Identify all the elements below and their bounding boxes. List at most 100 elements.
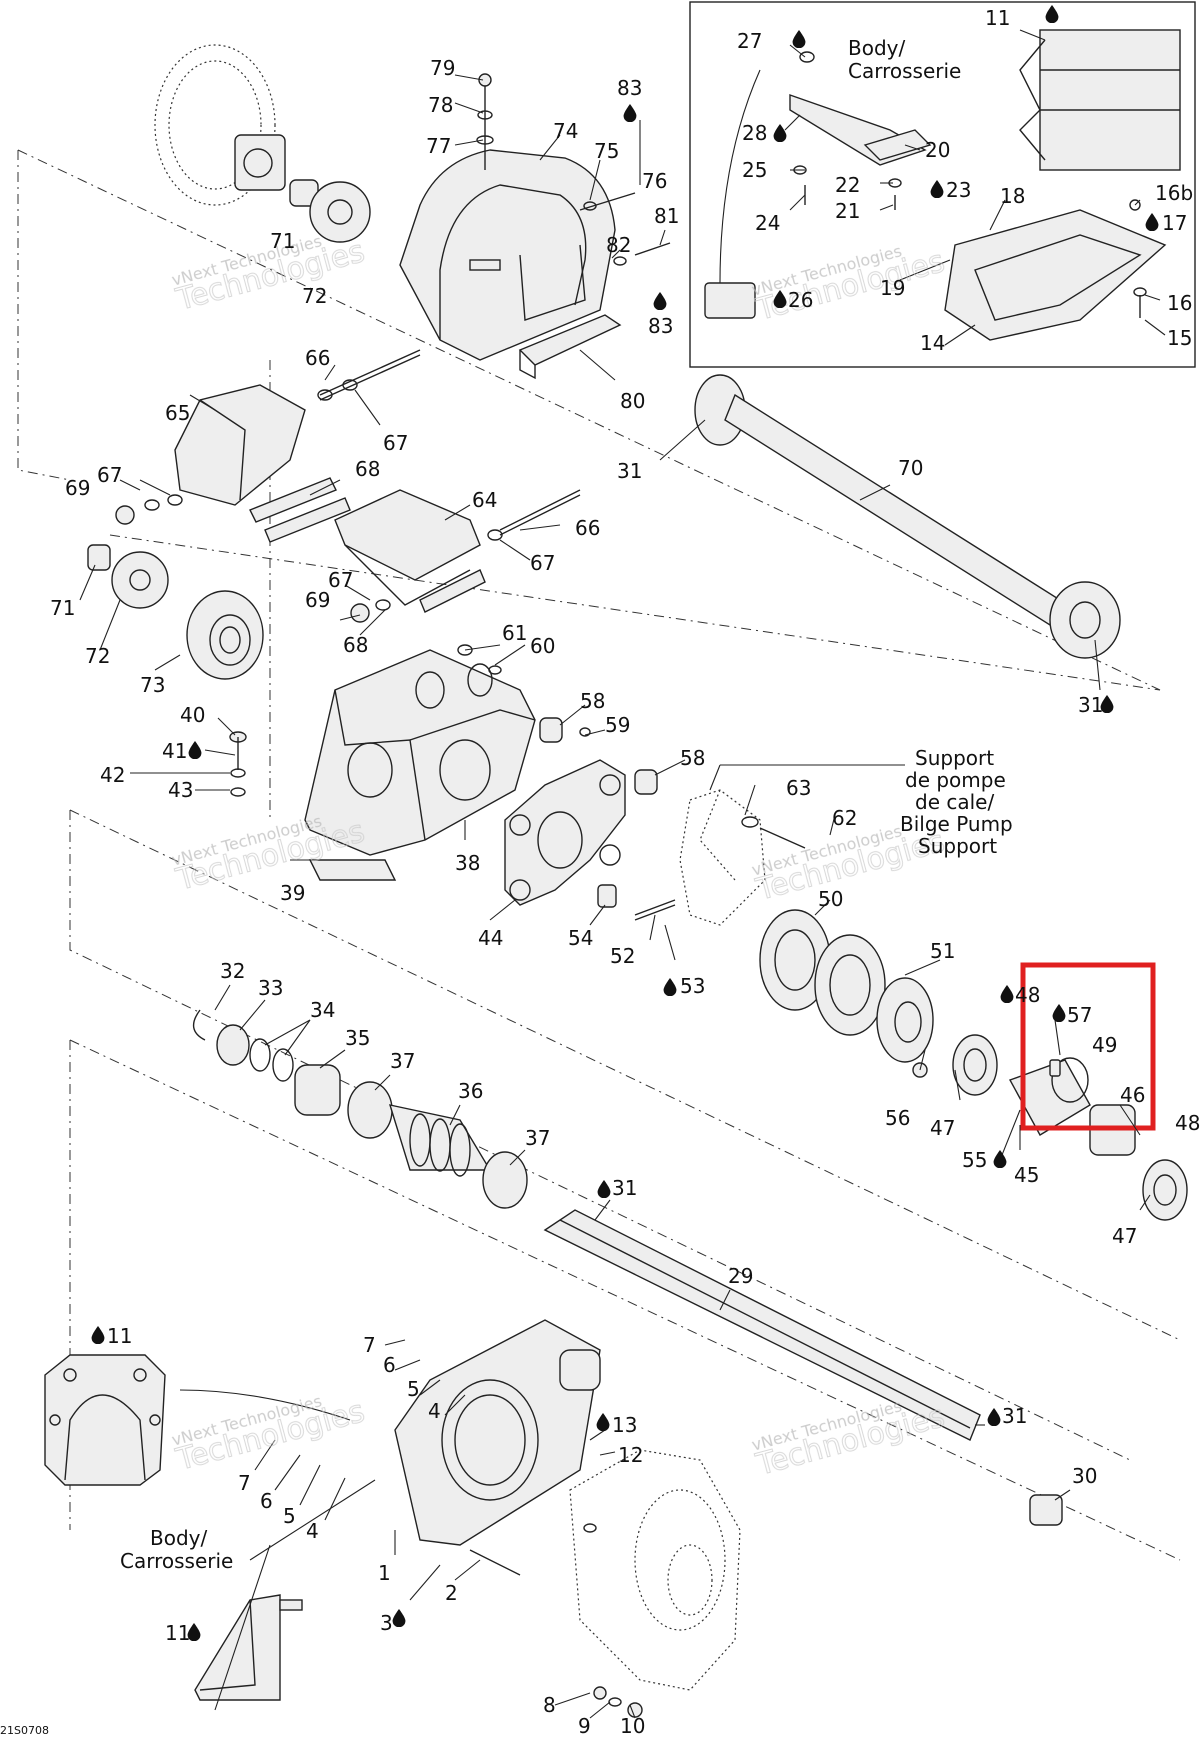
label-7-a: 7 [363, 1333, 376, 1357]
body-caption-bottom-1: Body/ [150, 1526, 207, 1550]
drive-shaft-70 [694, 374, 1121, 659]
label-22: 22 [835, 173, 860, 197]
diagram-reference-code: 21S0708 [0, 1724, 49, 1737]
label-15: 15 [1167, 326, 1192, 350]
bottom-bracket-11 [194, 1594, 303, 1701]
drive-shaft-29 [543, 1209, 1063, 1526]
label-4-b: 4 [306, 1519, 319, 1543]
label-59: 59 [605, 713, 630, 737]
label-67-c: 67 [530, 551, 555, 575]
label-60: 60 [530, 634, 555, 658]
label-68-a: 68 [355, 457, 380, 481]
body-caption-bottom-2: Carrosserie [120, 1549, 233, 1573]
label-31-d: 31 [1078, 693, 1103, 717]
label-48-a: 48 [1015, 983, 1040, 1007]
label-45: 45 [1014, 1163, 1039, 1187]
label-34: 34 [310, 998, 335, 1022]
label-13: 13 [612, 1413, 637, 1437]
engine-mount-38 [304, 644, 536, 881]
drop-icon [1052, 1004, 1066, 1022]
bearing-housing-group [952, 962, 1188, 1221]
label-55: 55 [962, 1148, 987, 1172]
label-73: 73 [140, 673, 165, 697]
label-58-a: 58 [580, 689, 605, 713]
label-17: 17 [1162, 211, 1187, 235]
label-52: 52 [610, 944, 635, 968]
drop-icon [1000, 985, 1014, 1003]
label-19: 19 [880, 276, 905, 300]
drop-icon [597, 1180, 611, 1198]
assembly-guide-lines [17, 149, 1181, 1561]
label-8: 8 [543, 1693, 556, 1717]
label-70: 70 [898, 456, 923, 480]
drop-icon [987, 1408, 1001, 1426]
label-47-a: 47 [930, 1116, 955, 1140]
label-57: 57 [1067, 1003, 1092, 1027]
inset-box [689, 1, 1196, 368]
label-37-b: 37 [525, 1126, 550, 1150]
label-10: 10 [620, 1714, 645, 1738]
drop-icon [930, 180, 944, 198]
label-2: 2 [445, 1581, 458, 1605]
plate-44 [504, 717, 676, 921]
captions: Body/ Carrosserie Body/ Carrosserie Supp… [0, 36, 1013, 1737]
label-61: 61 [502, 621, 527, 645]
label-74: 74 [553, 119, 578, 143]
label-81: 81 [654, 204, 679, 228]
bearing-plates-50-51 [759, 909, 934, 1078]
label-35: 35 [345, 1026, 370, 1050]
body-caption-top-1: Body/ [848, 36, 905, 60]
label-75: 75 [594, 139, 619, 163]
label-68-b: 68 [343, 633, 368, 657]
drop-icon [596, 1413, 610, 1431]
bilge-caption-1: Support [915, 746, 994, 770]
label-78: 78 [428, 93, 453, 117]
drop-icon [623, 104, 637, 122]
label-12: 12 [618, 1443, 643, 1467]
label-72-top: 72 [302, 284, 327, 308]
label-43: 43 [168, 778, 193, 802]
drop-icon [1145, 213, 1159, 231]
label-77: 77 [426, 134, 451, 158]
label-67-a: 67 [383, 431, 408, 455]
label-24: 24 [755, 211, 780, 235]
label-26: 26 [788, 288, 813, 312]
label-42: 42 [100, 763, 125, 787]
label-23: 23 [946, 178, 971, 202]
bracket-65-hardware [115, 349, 581, 543]
label-46: 46 [1120, 1083, 1145, 1107]
drop-icon [392, 1609, 406, 1627]
label-67-d: 67 [328, 568, 353, 592]
label-14: 14 [920, 331, 945, 355]
label-67-b: 67 [97, 463, 122, 487]
drop-icon [773, 124, 787, 142]
label-62: 62 [832, 806, 857, 830]
label-11-c: 11 [985, 6, 1010, 30]
label-11-b: 11 [165, 1621, 190, 1645]
label-64: 64 [472, 488, 497, 512]
bolt-40-43 [229, 731, 247, 797]
label-27: 27 [737, 29, 762, 53]
label-49: 49 [1092, 1033, 1117, 1057]
label-53: 53 [680, 974, 705, 998]
label-21: 21 [835, 199, 860, 223]
label-32: 32 [220, 959, 245, 983]
label-58-b: 58 [680, 746, 705, 770]
label-72-b: 72 [85, 644, 110, 668]
drop-icon [1045, 5, 1059, 23]
label-71-b: 71 [50, 596, 75, 620]
label-28: 28 [742, 121, 767, 145]
drop-icon [91, 1326, 105, 1344]
label-69-a: 69 [65, 476, 90, 500]
label-9: 9 [578, 1714, 591, 1738]
bilge-pump-support [679, 764, 905, 926]
label-5-a: 5 [407, 1377, 420, 1401]
label-66-top: 66 [305, 346, 330, 370]
label-5-b: 5 [283, 1504, 296, 1528]
label-65: 65 [165, 401, 190, 425]
flywheel-coupler-top [154, 44, 371, 243]
label-37-a: 37 [390, 1049, 415, 1073]
label-33: 33 [258, 976, 283, 1000]
label-80: 80 [620, 389, 645, 413]
label-69-b: 69 [305, 588, 330, 612]
